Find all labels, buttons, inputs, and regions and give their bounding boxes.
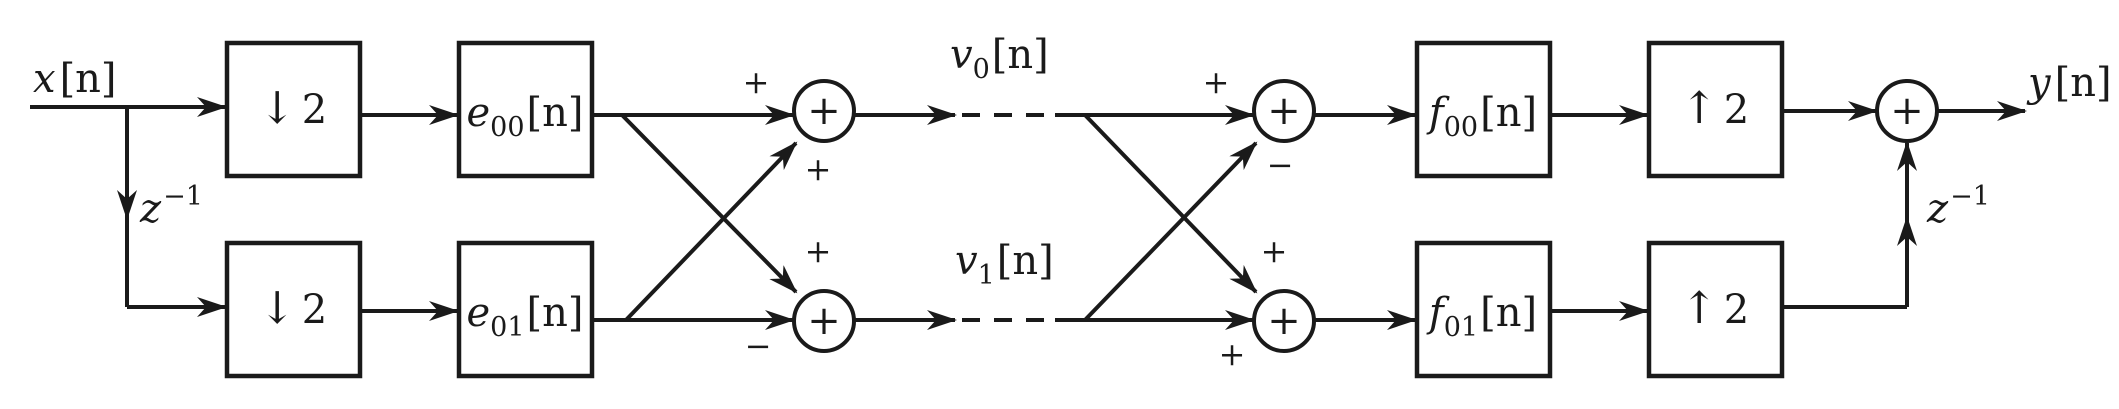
adder-4-symbol: + [1267,298,1301,344]
adder-4-sign-top: + [1261,232,1288,270]
upsampler-top-label: ↑2 [1681,83,1749,134]
downsampler-top [224,40,363,179]
adder-3-symbol: + [1267,88,1301,134]
adder-2-sign-bottom: − [745,327,772,365]
filter-e00-label: e00[n] [466,90,583,143]
upsampler-bottom-label: ↑2 [1681,283,1749,334]
adder-1-sign-top: + [743,63,770,101]
input-label: x[n] [33,56,117,102]
v1-label: v1[n] [955,238,1054,291]
filter-f01 [1414,240,1553,379]
adder-1-sign-bottom: + [805,150,832,188]
adder-1 [792,79,856,143]
downsampler-top-label: ↓2 [259,83,327,134]
adder-5-symbol: + [1890,88,1924,134]
cross-v0-to-adder4 [1083,113,1258,294]
filter-e01 [456,240,595,379]
output-label: y[n] [2026,60,2112,106]
downsampler-bottom [224,240,363,379]
adder-1-symbol: + [807,88,841,134]
filter-f01-label: f01[n] [1426,290,1537,343]
adder-2-symbol: + [807,298,841,344]
downsampler-bottom-label: ↓2 [259,283,327,334]
adder-4-sign-bottom: + [1219,335,1246,373]
input-delay-label: z−1 [139,181,203,232]
filter-e00 [456,40,595,179]
upsampler-top [1646,40,1785,179]
cross-e01-to-adder1 [624,141,798,322]
adder-3-sign-top: + [1203,63,1230,101]
adder-3 [1252,79,1316,143]
upsampler-bottom [1646,240,1785,379]
adder-3-sign-bottom: − [1267,146,1294,184]
filter-f00-label: f00[n] [1426,90,1537,143]
filter-f00 [1414,40,1553,179]
output-delay-label: z−1 [1926,181,1990,232]
filter-e01-label: e01[n] [466,290,583,343]
cross-e00-to-adder2 [620,113,798,294]
v0-label: v0[n] [950,32,1049,85]
cross-v1-to-adder3 [1083,141,1258,322]
adder-2-sign-top: + [805,232,832,270]
